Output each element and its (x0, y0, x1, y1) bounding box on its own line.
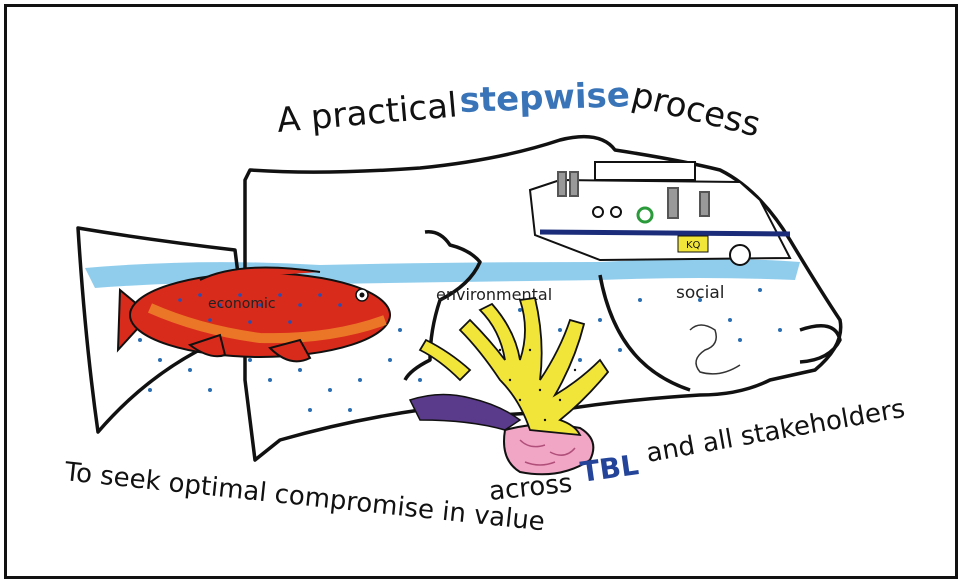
title: A practical stepwise process (275, 75, 764, 145)
title-part2: process (628, 75, 764, 145)
title-part1: A practical (275, 85, 459, 141)
red-fish (116, 266, 391, 363)
caption-across: across (488, 468, 574, 507)
map-scribble (689, 324, 741, 375)
boat-label: KQ (686, 240, 701, 251)
title-highlight: stepwise (459, 75, 631, 121)
coral (408, 297, 610, 476)
caption-left: To seek optimal compromise in value (62, 457, 546, 537)
caption-tbl: TBL (578, 448, 640, 489)
label-economic: economic (208, 296, 276, 312)
speckles (138, 288, 782, 412)
label-social: social (676, 283, 724, 303)
caption-right: and all stakeholders (644, 394, 907, 469)
boat (528, 161, 792, 266)
